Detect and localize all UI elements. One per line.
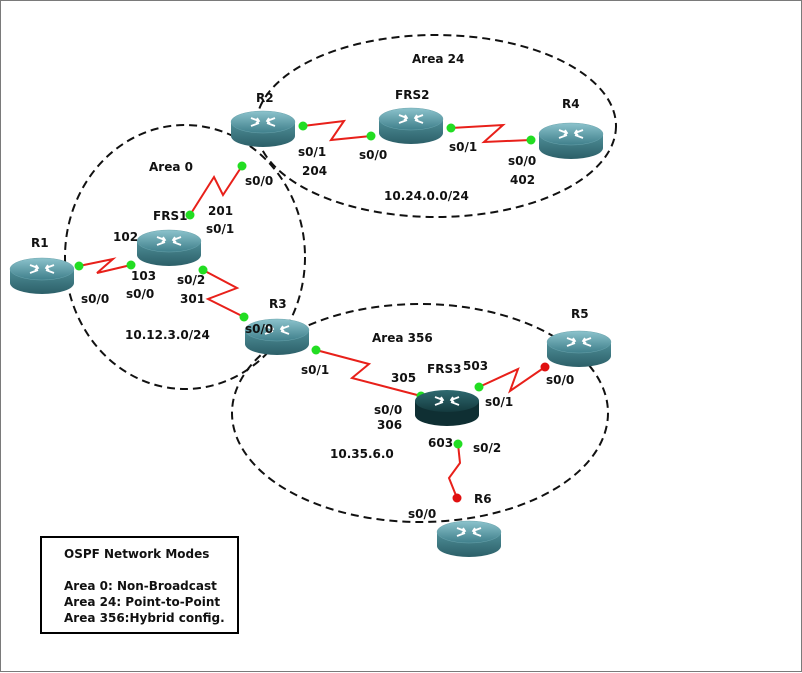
label-frs3: FRS3 <box>427 362 461 376</box>
port-frs1-s02 <box>198 265 208 275</box>
port-label: s0/1 <box>301 363 329 377</box>
port-label: s0/1 <box>206 222 234 236</box>
dlci-label: 102 <box>113 230 138 244</box>
area0-boundary <box>64 124 306 390</box>
area0-label: Area 0 <box>149 160 193 174</box>
port-label: s0/0 <box>546 373 574 387</box>
router-r4[interactable] <box>539 123 603 159</box>
area0-subnet: 10.12.3.0/24 <box>125 328 210 342</box>
label-frs1: FRS1 <box>153 209 187 223</box>
router-r1[interactable] <box>10 258 74 294</box>
port-frs1-103 <box>126 260 136 270</box>
area356-subnet: 10.35.6.0 <box>330 447 394 461</box>
link-r3-frs3 <box>315 349 422 397</box>
label-r1: R1 <box>31 236 49 250</box>
area24-subnet: 10.24.0.0/24 <box>384 189 469 203</box>
port-frs3-s02 <box>453 439 463 449</box>
legend-title: OSPF Network Modes <box>64 547 210 561</box>
area356-boundary <box>231 303 609 523</box>
link-frs1-r3 <box>202 269 245 318</box>
port-r2-s01 <box>298 121 308 131</box>
router-r2[interactable] <box>231 111 295 147</box>
port-r2-s00 <box>237 161 247 171</box>
dlci-label: 103 <box>131 269 156 283</box>
switch-frs1[interactable] <box>137 230 201 266</box>
dlci-label: 503 <box>463 359 488 373</box>
serial-links <box>78 119 546 499</box>
link-r2-frs1 <box>189 165 243 216</box>
port-label: s0/0 <box>374 403 402 417</box>
switch-frs2[interactable] <box>379 108 443 144</box>
dlci-label: 603 <box>428 436 453 450</box>
port-label: s0/1 <box>449 140 477 154</box>
legend-line: Area 0: Non-Broadcast <box>64 579 217 593</box>
link-frs2-r4 <box>450 123 532 144</box>
port-label: s0/2 <box>177 273 205 287</box>
dlci-label: 201 <box>208 204 233 218</box>
port-frs3-s01 <box>474 382 484 392</box>
port-r3-s00 <box>239 312 249 322</box>
port-r4-s00 <box>526 135 536 145</box>
label-r3: R3 <box>269 297 287 311</box>
switch-frs3[interactable] <box>415 390 479 426</box>
label-frs2: FRS2 <box>395 88 429 102</box>
link-r2-frs2 <box>302 119 372 142</box>
dlci-label: 305 <box>391 371 416 385</box>
router-r5[interactable] <box>547 331 611 367</box>
port-frs2-s01 <box>446 123 456 133</box>
link-r1-frs1 <box>78 257 132 274</box>
port-label: s0/0 <box>245 322 273 336</box>
port-r6-s00 <box>452 493 462 503</box>
port-frs1-201 <box>185 210 195 220</box>
legend-box: OSPF Network Modes Area 0: Non-Broadcast… <box>40 536 239 634</box>
port-r5-s00 <box>540 362 550 372</box>
area356-label: Area 356 <box>372 331 433 345</box>
link-frs3-r5 <box>478 366 546 394</box>
label-r4: R4 <box>562 97 580 111</box>
dlci-label: 301 <box>180 292 205 306</box>
label-r5: R5 <box>571 307 589 321</box>
port-label: s0/0 <box>508 154 536 168</box>
legend-line: Area 356:Hybrid config. <box>64 611 225 625</box>
port-label: s0/1 <box>298 145 326 159</box>
dlci-label: 204 <box>302 164 327 178</box>
label-r6: R6 <box>474 492 492 506</box>
port-label: s0/0 <box>245 174 273 188</box>
port-label: s0/1 <box>485 395 513 409</box>
dlci-label: 402 <box>510 173 535 187</box>
port-label: s0/0 <box>81 292 109 306</box>
link-frs3-r6 <box>447 443 462 499</box>
port-label: s0/0 <box>126 287 154 301</box>
port-label: s0/0 <box>359 148 387 162</box>
port-label: s0/0 <box>408 507 436 521</box>
label-r2: R2 <box>256 91 274 105</box>
legend-line: Area 24: Point-to-Point <box>64 595 221 609</box>
dlci-label: 306 <box>377 418 402 432</box>
port-label: s0/2 <box>473 441 501 455</box>
port-r1-s00 <box>74 261 84 271</box>
area24-label: Area 24 <box>412 52 464 66</box>
port-frs2-s00 <box>366 131 376 141</box>
port-r3-s01 <box>311 345 321 355</box>
router-r6[interactable] <box>437 521 501 557</box>
